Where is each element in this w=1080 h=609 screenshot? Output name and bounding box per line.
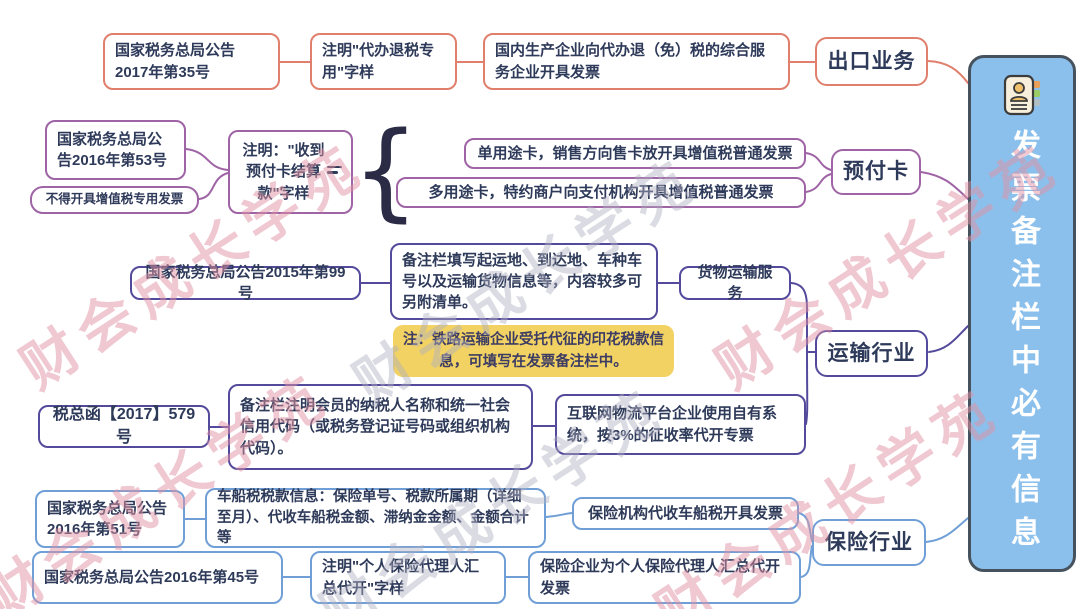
node-agent-issue[interactable]: 保险企业为个人保险代理人汇总代开发票 <box>528 551 801 604</box>
node-freight-service-label[interactable]: 货物运输服务 <box>679 264 791 302</box>
node-doc-2016-45[interactable]: 国家税务总局公告2016年第45号 <box>32 551 283 604</box>
node-doc-2015-99[interactable]: 国家税务总局公告2015年第99号 <box>130 264 361 302</box>
node-doc-2017-35[interactable]: 国家税务总局公告2017年第35号 <box>103 33 280 90</box>
node-freight-desc[interactable]: 备注栏填写起运地、到达地、车种车号以及运输货物信息等，内容较多可另附清单。 <box>390 243 658 320</box>
node-prepaid-restriction[interactable]: 不得开具增值税专用发票 <box>30 186 199 214</box>
branch-label-insurance[interactable]: 保险行业 <box>812 519 926 566</box>
branch-label-prepaid[interactable]: 预付卡 <box>831 149 921 195</box>
prepaid-note-text: 注明："收到预付卡结算款"字样 <box>242 142 325 202</box>
railway-stamp-tax-note[interactable]: 注：铁路运输企业受托代征的印花税款信息，可填写在发票备注栏中。 <box>393 325 674 377</box>
node-single-use-card[interactable]: 单用途卡，销售方向售卡放开具增值税普通发票 <box>464 138 806 169</box>
node-doc-2016-51[interactable]: 国家税务总局公告2016年第51号 <box>35 490 185 548</box>
node-agent-note[interactable]: 注明"个人保险代理人汇总代开"字样 <box>310 551 506 604</box>
node-vehicle-tax-desc[interactable]: 车船税税款信息：保险单号、税款所属期（详细至月）、代收车船税金额、滞纳金金额、金… <box>205 488 546 548</box>
node-vehicle-tax-issue[interactable]: 保险机构代收车船税开具发票 <box>572 497 799 530</box>
node-doc-2017-579[interactable]: 税总函【2017】579号 <box>38 405 210 448</box>
node-member-desc[interactable]: 备注栏注明会员的纳税人名称和统一社会信用代码（或税务登记证号码或组织机构代码）。 <box>228 384 533 470</box>
node-multi-use-card[interactable]: 多用途卡，特约商户向支付机构开具增值税普通发票 <box>396 177 806 208</box>
branch-label-transport[interactable]: 运输行业 <box>815 330 928 377</box>
node-doc-2016-53[interactable]: 国家税务总局公告2016年第53号 <box>45 120 186 180</box>
node-logistics-platform-desc[interactable]: 互联网物流平台企业使用自有系统，按3%的征收率代开专票 <box>555 394 806 455</box>
curly-brace: { <box>352 109 420 232</box>
contact-card-icon <box>1003 74 1040 116</box>
branch-label-export[interactable]: 出口业务 <box>815 37 928 86</box>
root-node[interactable]: 发票备注栏中必有信息 <box>968 55 1076 572</box>
node-export-desc[interactable]: 国内生产企业向代办退（免）税的综合服务企业开具发票 <box>483 33 790 90</box>
root-title: 发票备注栏中必有信息 <box>1006 129 1039 559</box>
node-export-note[interactable]: 注明"代办退税专用"字样 <box>310 33 457 90</box>
node-prepaid-note[interactable]: 注明："收到预付卡结算款"字样 <box>228 130 353 214</box>
note-lines-icon <box>327 166 342 177</box>
